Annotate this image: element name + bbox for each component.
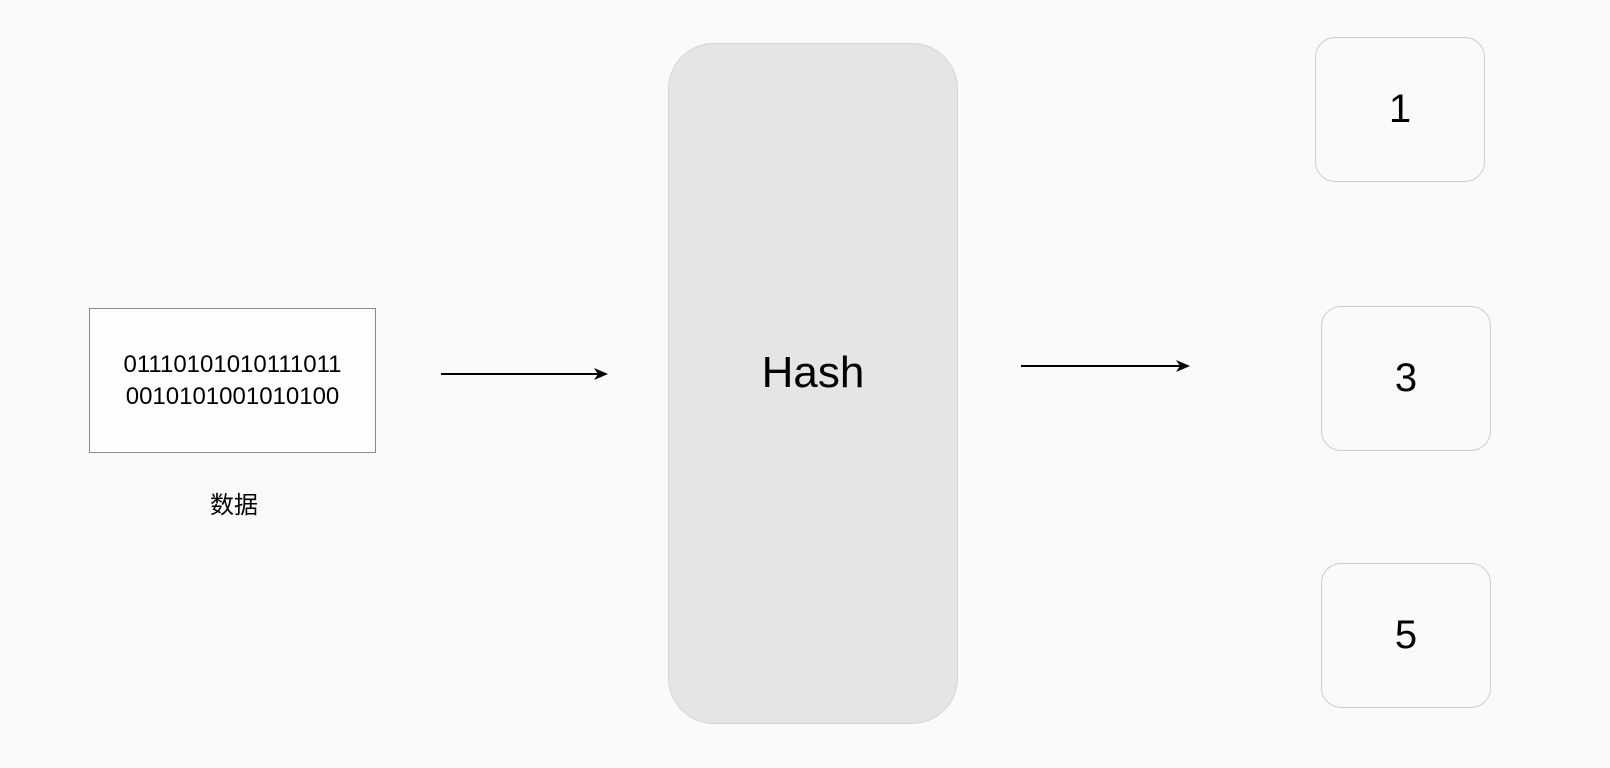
bucket-label: 5 [1394,613,1418,657]
bucket-5: 5 [1321,563,1491,708]
hash-function-box: Hash [668,43,958,724]
bucket-1: 1 [1315,37,1485,182]
bucket-label: 1 [1388,87,1412,131]
bucket-3: 3 [1321,306,1491,451]
bucket-label: 3 [1394,356,1418,400]
hash-label: Hash [761,347,865,397]
input-data-box: 01110101010111011 0010101001010100 [89,308,376,453]
binary-line-1: 01110101010111011 [123,350,342,378]
data-caption: 数据 [210,491,258,519]
binary-line-2: 0010101001010100 [125,382,340,410]
